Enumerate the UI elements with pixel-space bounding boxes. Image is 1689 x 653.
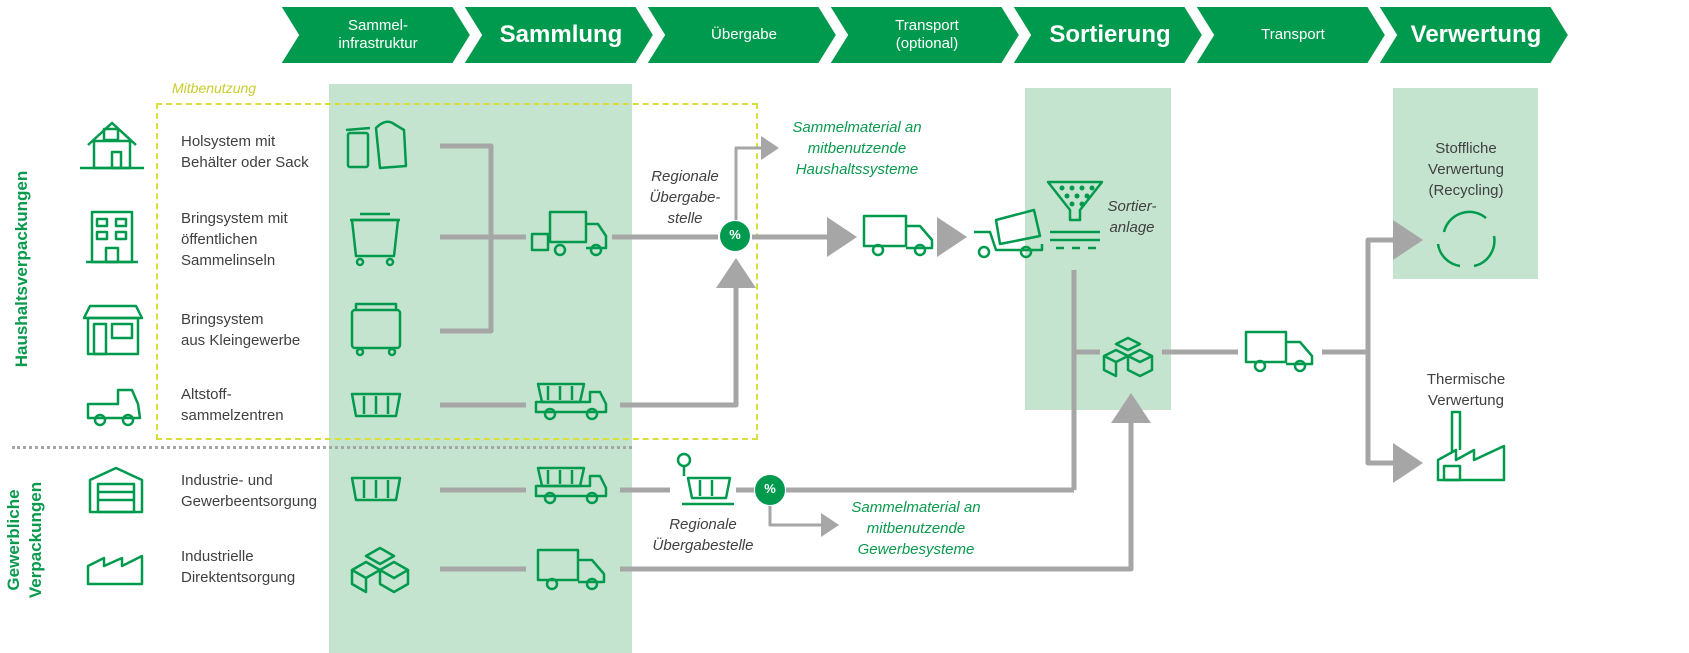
source-label-altstoffsammelzentren: Altstoff- sammelzentren	[181, 386, 284, 424]
flow-line-shared-household	[734, 136, 779, 220]
sortierung-panel-bg	[1025, 88, 1171, 410]
thermal-plant-icon	[1436, 410, 1506, 482]
house-icon	[80, 121, 144, 170]
outcome-material-label: Stoffliche Verwertung (Recycling)	[1428, 140, 1504, 199]
skip-truck-icon-1	[534, 382, 608, 421]
sorter-dots	[1059, 185, 1095, 207]
source-label-holsystem: Holsystem mit Behälter oder Sack	[181, 133, 309, 171]
percent-symbol-top: %	[729, 227, 741, 242]
shared-commercial-label: Sammelmaterial an mitbenutzende Gewerbes…	[851, 499, 981, 558]
flow-line-to-recycling	[1365, 220, 1423, 352]
chevron-step-5	[1010, 5, 1205, 65]
sorter-funnel-icon	[1046, 180, 1104, 250]
sorting-plant-label: Sortier- anlage	[1107, 198, 1157, 236]
apartment-building-icon	[86, 210, 138, 264]
mitbenutzung-box	[156, 103, 758, 440]
step-label-4: Transport (optional)	[895, 17, 959, 52]
shared-household-label: Sammelmaterial an mitbenutzende Haushalt…	[792, 119, 922, 178]
chevron-step-2	[461, 5, 656, 65]
percent-circle-bottom	[755, 475, 785, 505]
sammlung-column-bg	[329, 84, 632, 653]
chevron-step-3	[644, 5, 839, 65]
chevron-step-1	[278, 5, 473, 65]
outcome-thermal-label: Thermische Verwertung	[1426, 371, 1506, 409]
group-separator	[12, 446, 632, 449]
percent-symbol-bottom: %	[764, 481, 776, 496]
boxes-icon	[350, 546, 410, 594]
container-icon	[350, 302, 402, 357]
dumpster-icon	[350, 212, 400, 267]
step-label-1: Sammel- infrastruktur	[338, 17, 418, 52]
chevron-step-7	[1376, 5, 1571, 65]
regional-handover-top-label: Regionale Übergabe- stelle	[649, 168, 721, 227]
flow-line-direkt-to-bales	[620, 393, 1151, 572]
step-label-3: Übergabe	[711, 26, 777, 43]
source-label-industrie-gewerbe: Industrie- und Gewerbeentsorgung	[181, 472, 317, 510]
bales-icon	[1102, 336, 1154, 378]
regional-handover-bottom-label: Regionale Übergabestelle	[652, 516, 754, 554]
step-label-7: Verwertung	[1410, 20, 1542, 48]
flow-line-to-thermal	[1365, 352, 1423, 483]
step-label-6: Transport	[1261, 26, 1325, 43]
mitbenutzung-label: Mitbenutzung	[172, 80, 257, 96]
factory-icon	[86, 554, 144, 586]
delivery-truck-icon-1	[536, 548, 606, 591]
skip-container-icon-2	[350, 476, 402, 502]
scale-icon	[676, 452, 734, 506]
warehouse-icon	[88, 466, 144, 514]
recycling-icon	[1436, 210, 1496, 268]
collection-truck-icon-1	[530, 210, 608, 257]
source-label-industrielle-direkt: Industrielle Direktentsorgung	[181, 548, 296, 586]
bin-and-sack-icon	[345, 120, 408, 170]
flow-line-shared-commercial	[768, 506, 839, 537]
percent-circle-top	[720, 221, 750, 251]
source-label-bringsystem-sammelinseln: Bringsystem mit öffentlichen Sammelinsel…	[181, 210, 288, 269]
shop-icon	[82, 304, 144, 356]
source-label-bringsystem-kleingewerbe: Bringsystem aus Kleingewerbe	[181, 311, 301, 349]
flow-line-altstoff-up	[620, 258, 756, 408]
chevron-step-4	[827, 5, 1022, 65]
skip-truck-icon-2	[534, 466, 608, 505]
step-label-5: Sortierung	[1049, 20, 1171, 48]
process-chevron-bar	[278, 5, 1571, 65]
outgoing-truck-icon	[1244, 330, 1314, 373]
dump-truck-icon	[974, 208, 1044, 259]
chevron-step-6	[1193, 5, 1388, 65]
pickup-truck-icon	[86, 388, 142, 427]
transport-truck-icon	[862, 214, 934, 257]
skip-container-icon	[350, 392, 402, 418]
step-label-2: Sammlung	[499, 20, 623, 48]
